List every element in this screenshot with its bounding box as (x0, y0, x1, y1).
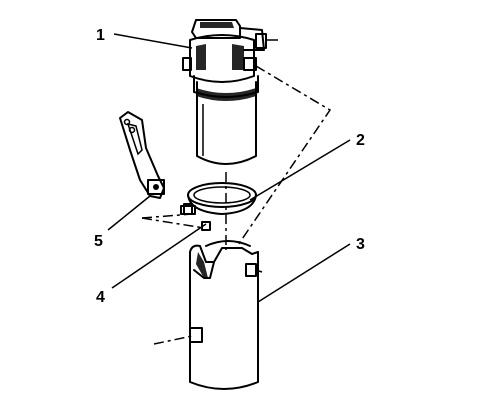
leader-3 (257, 243, 351, 303)
connector-block (191, 19, 241, 39)
leader-lines (107, 33, 351, 303)
cap-stud-right (243, 57, 257, 71)
cap-body (189, 34, 255, 83)
strap-foot-bolt (153, 184, 159, 190)
filter-canister (196, 81, 257, 165)
part-3-tube-bracket (189, 240, 259, 390)
cap-dark-band-right (232, 44, 244, 70)
callout-1: 1 (96, 27, 105, 44)
tube-top-rim (213, 247, 259, 263)
strap-foot (147, 179, 165, 195)
leader-5 (107, 195, 151, 231)
leader-4 (111, 223, 207, 289)
callout-5: 5 (94, 233, 103, 250)
leader-1 (113, 33, 193, 49)
part-4-fastener (180, 205, 211, 231)
strap-hole-1 (123, 118, 131, 126)
dash-cap-to-tube (235, 65, 332, 249)
plug-tip (255, 33, 267, 49)
callout-3: 3 (356, 236, 365, 253)
connector-top-shade (200, 22, 234, 28)
slot-shade (196, 252, 208, 278)
tube-stud-lower (189, 327, 203, 343)
part-5-mounting-strap (119, 111, 165, 199)
dash-upper-stud (255, 269, 263, 273)
dash-strap-to-ring (141, 213, 193, 219)
cap-dark-band (196, 44, 206, 70)
ring-inner (193, 186, 251, 204)
strap-slot (126, 122, 143, 156)
leader-2 (249, 139, 351, 201)
dash-strap-to-fastener (141, 217, 205, 229)
callout-2: 2 (356, 132, 365, 149)
tube-top-left-slot (189, 244, 215, 279)
part-1-filter-assembly (182, 19, 278, 165)
cap-stud-left (182, 57, 192, 71)
tube-body (189, 251, 259, 390)
strap-hole-2 (128, 126, 136, 134)
part-2-sealing-ring (183, 182, 257, 215)
tube-top-edge (205, 240, 251, 247)
alignment-lines (141, 65, 332, 345)
callout-4: 4 (96, 289, 105, 306)
dash-lower-stud (153, 335, 193, 345)
canister-band (196, 88, 256, 101)
tube-stud-upper (245, 263, 257, 277)
